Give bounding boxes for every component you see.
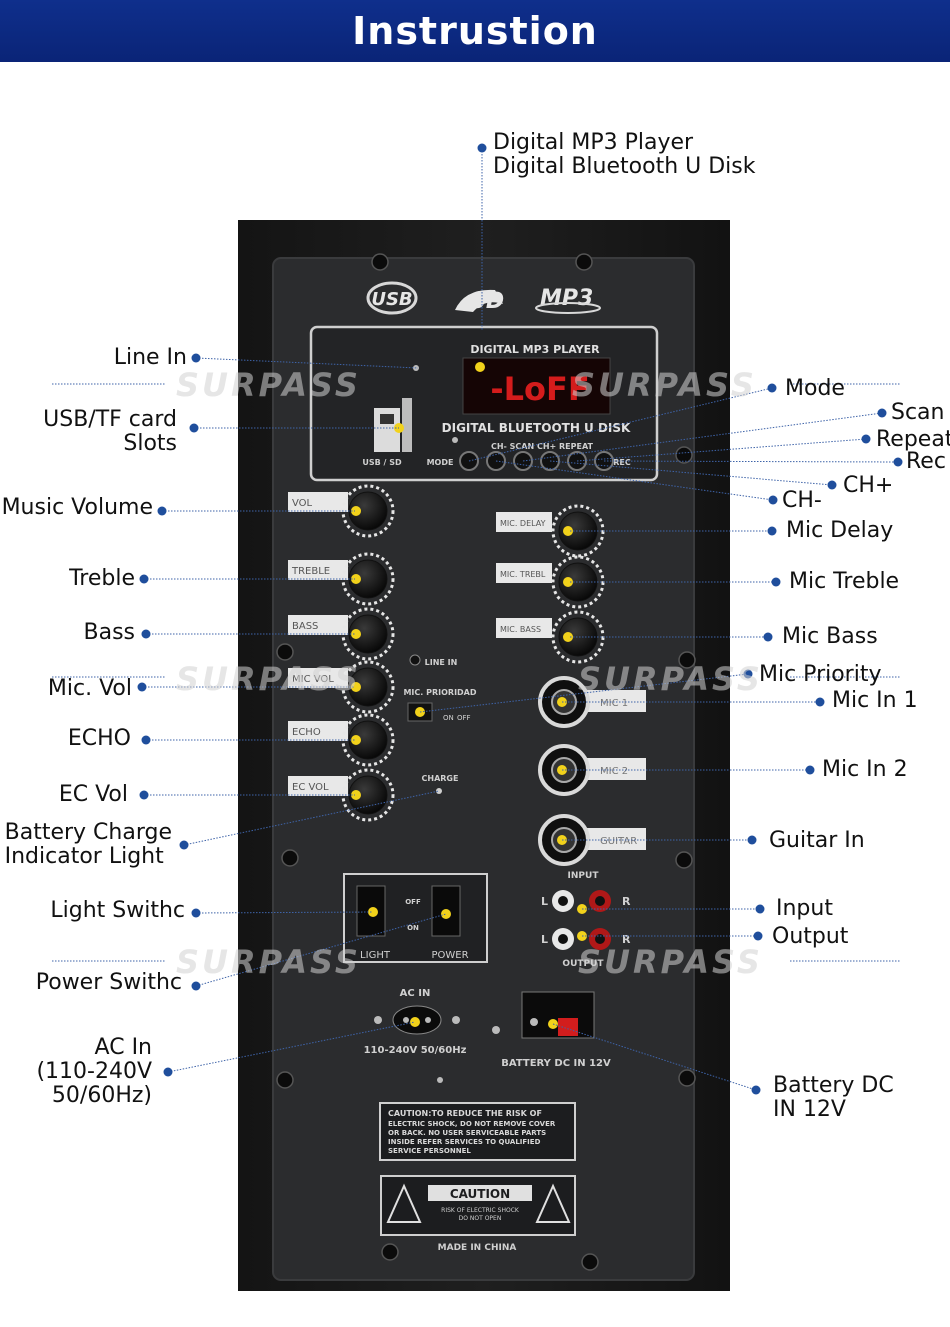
input-jack: GUITAR bbox=[538, 814, 646, 866]
svg-text:OUTPUT: OUTPUT bbox=[562, 959, 604, 969]
callout-music-volume: Music Volume bbox=[1, 495, 153, 520]
watermark: SURPASS bbox=[572, 366, 757, 404]
svg-text:OR BACK. NO USER SERVICEABLE P: OR BACK. NO USER SERVICEABLE PARTS bbox=[388, 1129, 546, 1137]
svg-text:INPUT: INPUT bbox=[568, 871, 600, 881]
knob: ECHO bbox=[288, 713, 395, 767]
svg-text:CHARGE: CHARGE bbox=[422, 774, 459, 783]
svg-text:RISK OF ELECTRIC SHOCK: RISK OF ELECTRIC SHOCK bbox=[441, 1207, 520, 1214]
svg-text:MIC VOL: MIC VOL bbox=[292, 674, 334, 685]
svg-text:R: R bbox=[622, 895, 631, 908]
svg-text:ON: ON bbox=[407, 924, 419, 932]
svg-text:USB / SD: USB / SD bbox=[362, 458, 402, 467]
svg-text:REC: REC bbox=[613, 458, 631, 467]
watermark: SURPASS bbox=[578, 660, 763, 698]
svg-text:L: L bbox=[541, 933, 548, 946]
header-banner bbox=[0, 0, 950, 62]
svg-text:TREBLE: TREBLE bbox=[291, 566, 330, 577]
callout-mic-in-2: Mic In 2 bbox=[822, 757, 908, 782]
svg-text:SD: SD bbox=[470, 289, 504, 314]
svg-text:BASS: BASS bbox=[292, 621, 318, 632]
watermark: SURPASS bbox=[176, 943, 361, 981]
callout-mic-treble: Mic Treble bbox=[789, 569, 900, 594]
usb-logo: USB bbox=[371, 289, 412, 310]
svg-text:CH- SCAN CH+ REPEAT: CH- SCAN CH+ REPEAT bbox=[491, 442, 594, 451]
callout-mp3-player: Digital MP3 Player Digital Bluetooth U D… bbox=[493, 130, 756, 179]
svg-text:GUITAR: GUITAR bbox=[600, 836, 637, 847]
callout-mic-bass: Mic Bass bbox=[782, 624, 878, 649]
svg-text:ON: ON bbox=[443, 714, 454, 722]
knob: MIC. TREBL bbox=[496, 555, 605, 609]
callout-mic-vol: Mic. Vol bbox=[47, 676, 132, 701]
svg-text:EC VOL: EC VOL bbox=[292, 782, 329, 793]
callout-ec-vol: EC Vol bbox=[58, 782, 128, 807]
callout-ac-in: AC In (110-240V 50/60Hz) bbox=[36, 1035, 152, 1108]
callout-mic-in-1: Mic In 1 bbox=[832, 688, 918, 713]
svg-text:DO NOT OPEN: DO NOT OPEN bbox=[459, 1215, 502, 1222]
svg-text:OFF: OFF bbox=[457, 714, 471, 722]
input-jack: MIC 2 bbox=[538, 744, 646, 796]
svg-text:R: R bbox=[622, 933, 631, 946]
callout-input: Input bbox=[776, 896, 833, 921]
svg-text:-LoFF: -LoFF bbox=[490, 370, 589, 408]
callout-scan: Scan bbox=[891, 400, 945, 425]
svg-text:MIC. PRIORIDAD: MIC. PRIORIDAD bbox=[403, 688, 476, 697]
svg-text:AC IN: AC IN bbox=[400, 988, 431, 999]
callout-repeat: Repeat bbox=[876, 427, 950, 452]
watermark: SURPASS bbox=[176, 366, 361, 404]
callout-line-in: Line In bbox=[113, 345, 187, 370]
svg-text:BATTERY DC IN 12V: BATTERY DC IN 12V bbox=[501, 1058, 611, 1069]
svg-text:MADE IN CHINA: MADE IN CHINA bbox=[438, 1243, 517, 1253]
sd-logo bbox=[455, 289, 503, 312]
svg-text:VOL: VOL bbox=[292, 498, 313, 509]
watermark: SURPASS bbox=[578, 943, 763, 981]
page-title: Instrustion bbox=[352, 9, 598, 53]
callout-output: Output bbox=[772, 924, 849, 949]
callout-ch-minus: CH- bbox=[782, 488, 822, 513]
callout-mode: Mode bbox=[785, 376, 845, 401]
svg-text:DIGITAL MP3 PLAYER: DIGITAL MP3 PLAYER bbox=[470, 343, 600, 356]
svg-text:POWER: POWER bbox=[431, 950, 468, 961]
svg-text:LIGHT: LIGHT bbox=[360, 950, 391, 961]
callout-bass: Bass bbox=[83, 620, 136, 645]
svg-text:OFF: OFF bbox=[405, 898, 421, 906]
callout-treble: Treble bbox=[69, 566, 135, 591]
callout-mic-delay: Mic Delay bbox=[786, 518, 894, 543]
knob: VOL bbox=[288, 484, 395, 538]
callout-rec: Rec bbox=[906, 449, 946, 474]
svg-text:CAUTION:TO REDUCE THE RISK OF: CAUTION:TO REDUCE THE RISK OF bbox=[388, 1109, 542, 1118]
svg-text:MIC. BASS: MIC. BASS bbox=[500, 625, 541, 634]
callout-power-switch: Power Swithc bbox=[35, 970, 182, 995]
mp3-logo: MP3 bbox=[540, 286, 593, 311]
watermark: SURPASS bbox=[176, 660, 361, 698]
knob: BASS bbox=[288, 607, 395, 661]
callout-light-switch: Light Swithc bbox=[50, 898, 185, 923]
callout-ch-plus: CH+ bbox=[843, 473, 894, 498]
svg-text:MODE: MODE bbox=[427, 458, 454, 467]
knob: TREBLE bbox=[288, 552, 395, 606]
callout-usb-tf-slots: USB/TF card Slots bbox=[43, 407, 177, 456]
callout-echo: ECHO bbox=[67, 726, 131, 751]
svg-text:DIGITAL BLUETOOTH U DISK: DIGITAL BLUETOOTH U DISK bbox=[442, 421, 631, 435]
svg-text:CAUTION: CAUTION bbox=[450, 1187, 510, 1201]
svg-text:L: L bbox=[541, 895, 548, 908]
svg-text:ECHO: ECHO bbox=[292, 727, 321, 738]
callout-guitar-in: Guitar In bbox=[769, 828, 865, 853]
svg-text:MIC. TREBL: MIC. TREBL bbox=[500, 570, 546, 579]
knob: MIC VOL bbox=[288, 660, 395, 714]
svg-text:ELECTRIC SHOCK, DO NOT REMOVE: ELECTRIC SHOCK, DO NOT REMOVE COVER bbox=[388, 1120, 556, 1128]
callout-mic-priority: Mic Priority bbox=[759, 662, 882, 687]
svg-text:INSIDE REFER SERVICES TO QUALI: INSIDE REFER SERVICES TO QUALIFIED bbox=[388, 1138, 541, 1146]
svg-text:MIC 1: MIC 1 bbox=[600, 698, 628, 709]
svg-text:LINE IN: LINE IN bbox=[425, 658, 458, 667]
svg-text:110-240V 50/60Hz: 110-240V 50/60Hz bbox=[364, 1045, 467, 1056]
svg-text:MIC. DELAY: MIC. DELAY bbox=[500, 519, 546, 528]
svg-text:MIC 2: MIC 2 bbox=[600, 766, 628, 777]
svg-text:SERVICE PERSONNEL: SERVICE PERSONNEL bbox=[388, 1147, 471, 1155]
callout-battery-charge-light: Battery Charge Indicator Light bbox=[4, 820, 172, 869]
callout-battery-dc-in: Battery DC IN 12V bbox=[773, 1073, 894, 1122]
